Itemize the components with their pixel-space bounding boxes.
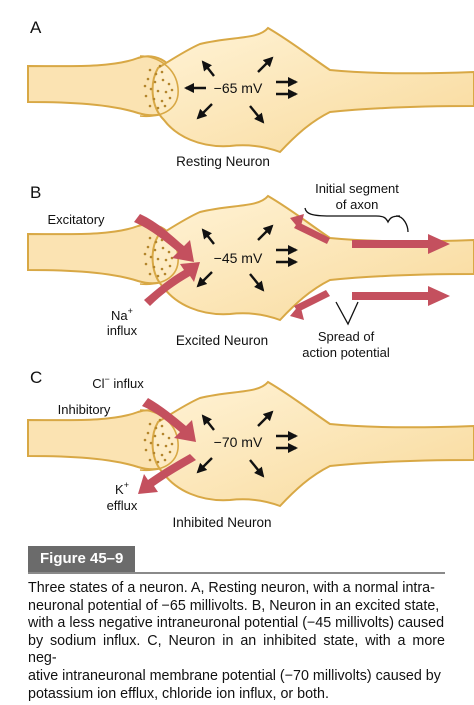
efflux-label: efflux (107, 498, 138, 513)
panel-inhibited: C −70 mV Inhibitory C (27, 368, 474, 530)
outward-arrows (183, 56, 299, 124)
caption-line: Three states of a neuron. A, Resting neu… (28, 580, 435, 596)
synaptic-vesicles (143, 232, 174, 278)
initial-segment-bracket (304, 207, 409, 233)
spread-label-line2: action potential (302, 345, 390, 360)
neuron-body (151, 194, 474, 322)
neuron-body (151, 380, 474, 508)
figure-caption: Three states of a neuron. A, Resting neu… (28, 580, 445, 703)
axon-label-line2: of axon (336, 197, 379, 212)
panel-title-b: Excited Neuron (176, 333, 268, 348)
panel-letter-c: C (30, 368, 42, 387)
outward-arrows (196, 224, 299, 292)
caption-line: with a less negative intraneuronal poten… (28, 615, 445, 632)
membrane-potential-c: −70 mV (214, 434, 263, 450)
outward-arrows (196, 410, 299, 478)
panel-letter-a: A (30, 18, 42, 37)
neuron-states-diagram: A −65 mV Resting Neuron B (27, 18, 474, 530)
potassium-efflux-arrow (138, 454, 196, 494)
caption-line: neuronal potential of −65 millivolts. B,… (28, 597, 440, 614)
synaptic-vesicles (143, 418, 174, 464)
panel-letter-b: B (30, 183, 41, 202)
figure-label: Figure 45–9 (28, 546, 136, 572)
excitatory-label: Excitatory (47, 212, 105, 227)
panel-title-a: Resting Neuron (176, 154, 270, 169)
action-potential-arrows (290, 214, 450, 320)
sodium-influx-arrows (134, 214, 200, 306)
caption-line: ative intraneuronal membrane potential (… (28, 667, 441, 684)
figure-label-bar: Figure 45–9 (28, 546, 445, 574)
chloride-label: Cl− influx (92, 374, 144, 391)
panel-resting: A −65 mV Resting Neuron (27, 18, 474, 169)
sodium-label: Na+ (111, 306, 133, 323)
chloride-influx-arrow (142, 398, 196, 442)
influx-label: influx (107, 323, 138, 338)
membrane-potential-a: −65 mV (214, 80, 263, 96)
neuron-body (151, 26, 474, 154)
axon-label-line1: Initial segment (315, 181, 399, 196)
spread-label-line1: Spread of (318, 329, 375, 344)
panel-excited: B −45 mV (27, 181, 474, 360)
potassium-label: K+ (115, 480, 129, 497)
panel-title-c: Inhibited Neuron (172, 515, 271, 530)
synaptic-vesicles (143, 64, 174, 110)
inhibitory-label: Inhibitory (58, 402, 111, 417)
spread-pointer (335, 301, 359, 326)
caption-line: potassium ion efflux, chloride ion influ… (28, 685, 329, 702)
caption-line: by sodium influx. C, Neuron in an inhibi… (28, 632, 445, 667)
membrane-potential-b: −45 mV (214, 250, 263, 266)
